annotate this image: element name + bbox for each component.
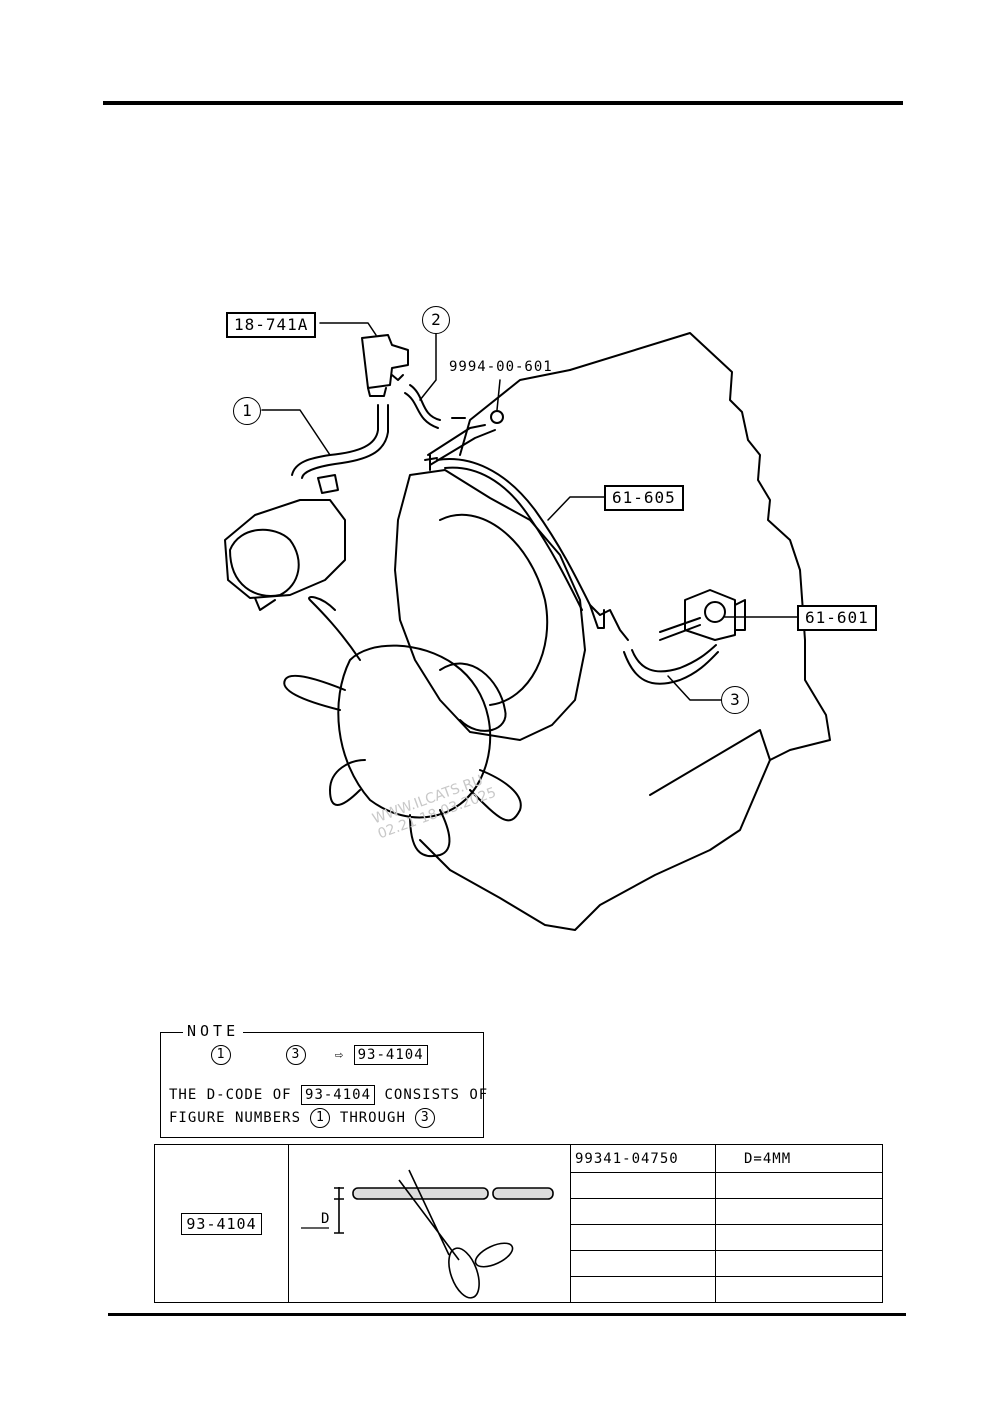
pipe-61-605 (427, 424, 496, 466)
timing-cover (394, 469, 586, 741)
empty-cell (570, 1198, 716, 1225)
note-row-2-prefix: THE D-CODE OF (169, 1087, 292, 1103)
leader-3 (667, 675, 723, 701)
note-box: NOTE 1 3 ⇨ 93-4104 THE D-CODE OF 93-4104… (160, 1022, 487, 1138)
bottom-rule (108, 1313, 906, 1316)
arrow-icon: ⇨ (334, 1047, 345, 1063)
note-row-2: THE D-CODE OF 93-4104 CONSISTS OF (169, 1085, 488, 1105)
part-number-cell[interactable]: 99341-04750 (570, 1144, 716, 1173)
empty-cell (570, 1224, 716, 1251)
leader-9994 (496, 379, 501, 411)
nut-9994-00-601 (490, 410, 504, 424)
callout-circle-3[interactable]: 3 (721, 686, 749, 714)
fan-blade-left (283, 674, 346, 711)
empty-cell (715, 1276, 883, 1303)
callout-circle-2[interactable]: 2 (422, 306, 450, 334)
oil-filler-cap (317, 474, 339, 494)
empty-cell (570, 1172, 716, 1199)
callout-9994-00-601[interactable]: 9994-00-601 (449, 359, 553, 375)
alternator-face (229, 528, 300, 597)
note-row-1: 1 3 ⇨ 93-4104 (211, 1045, 428, 1065)
note-circle-3: 3 (285, 1045, 306, 1065)
note-row-2-code[interactable]: 93-4104 (301, 1085, 376, 1105)
note-code-link[interactable]: 93-4104 (353, 1045, 428, 1065)
timing-cover-inner (439, 513, 549, 706)
size-cell: D=4MM (715, 1144, 883, 1173)
hose-2 (409, 384, 441, 421)
spec-code-cell: 93-4104 (154, 1144, 289, 1303)
note-row-3: FIGURE NUMBERS 1 THROUGH 3 (169, 1108, 436, 1128)
leader-2 (419, 333, 437, 401)
top-rule (103, 101, 903, 105)
note-row-2-suffix: CONSISTS OF (384, 1087, 489, 1103)
empty-cell (715, 1172, 883, 1199)
empty-cell (570, 1250, 716, 1277)
callout-61-605[interactable]: 61-605 (604, 485, 684, 511)
scissors-icon (301, 1169, 554, 1299)
alternator-bracket (254, 597, 276, 611)
note-row-3-prefix: FIGURE NUMBERS (169, 1110, 302, 1126)
empty-cell (715, 1250, 883, 1277)
reservoir-18-741a (361, 334, 409, 389)
leader-1 (261, 409, 331, 456)
note-row-3-to: 3 (415, 1108, 436, 1128)
alternator (224, 499, 346, 599)
note-title: NOTE (183, 1022, 244, 1040)
fan-blade-top-left (308, 596, 361, 661)
note-row-3-mid: THROUGH (339, 1110, 406, 1126)
engine-inner-edge (649, 729, 771, 796)
spec-table: 93-4104 D 99341-04750 D=4MM (154, 1144, 883, 1303)
callout-61-601[interactable]: 61-601 (797, 605, 877, 631)
fan-blade-right (469, 769, 522, 822)
fan-hub (337, 644, 492, 819)
note-circle-1: 1 (211, 1045, 231, 1065)
callout-18-741a[interactable]: 18-741A (226, 312, 317, 338)
fan-blade-upper (439, 662, 507, 732)
vacuum-unit-61-601 (684, 589, 736, 641)
empty-cell (715, 1198, 883, 1225)
dimension-d-label: D (321, 1211, 331, 1227)
callout-circle-1[interactable]: 1 (233, 397, 261, 425)
spec-code[interactable]: 93-4104 (181, 1212, 262, 1235)
empty-cell (570, 1276, 716, 1303)
fan-blade-bottom-left (329, 759, 366, 806)
empty-cell (715, 1224, 883, 1251)
hose-cutting-illustration: D (288, 1144, 571, 1303)
hose-3 (623, 651, 719, 685)
note-row-3-from: 1 (310, 1108, 331, 1128)
leader-61-605 (547, 496, 606, 521)
leader-18-741a (319, 322, 377, 336)
engine-top-line (459, 369, 571, 456)
fan-blade-bottom (409, 809, 451, 858)
engine-block-outline (419, 332, 831, 931)
